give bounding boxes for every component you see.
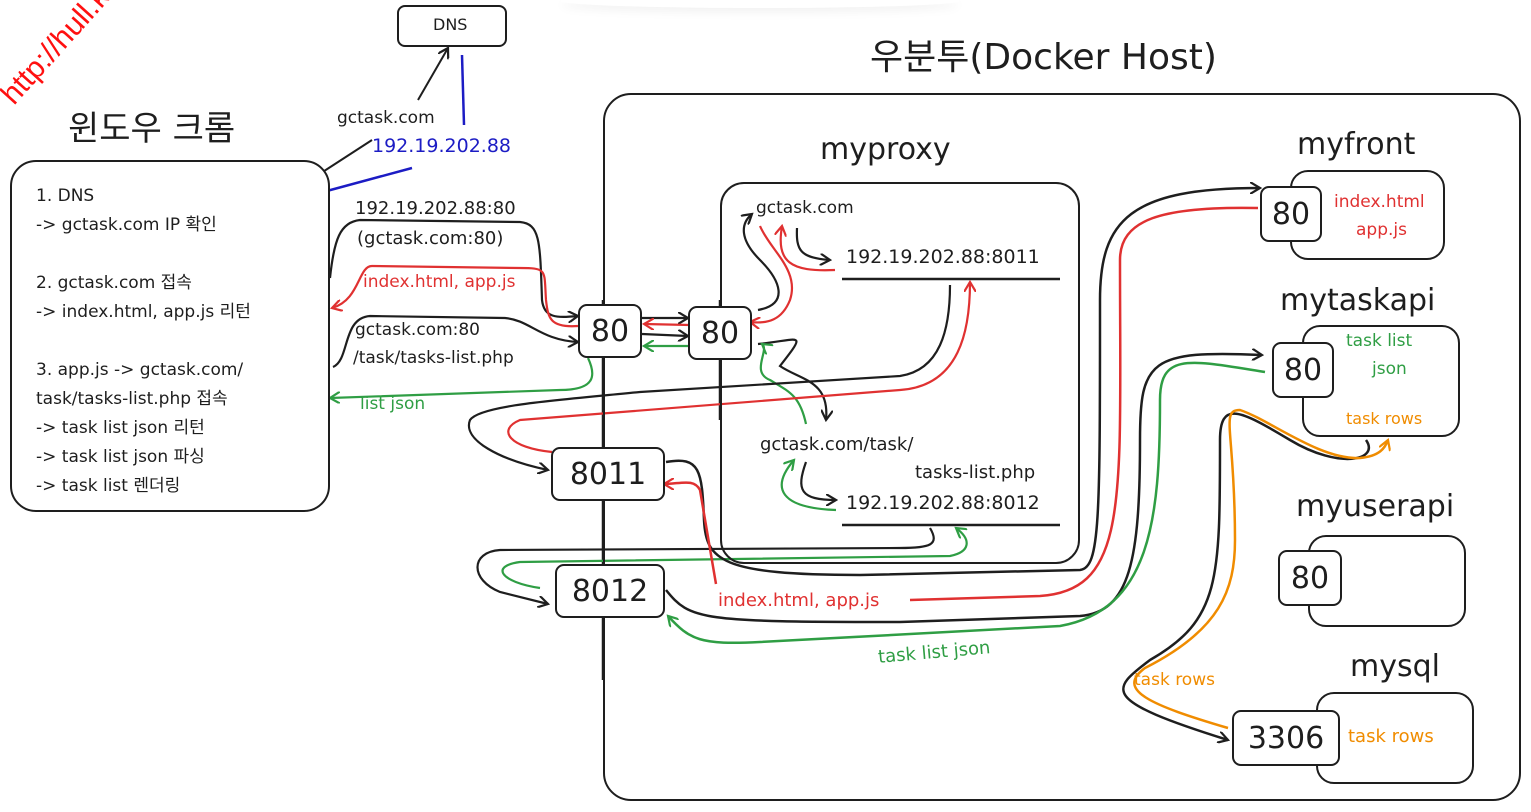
client-step: -> gctask.com IP 확인: [36, 215, 217, 235]
dns-client-link: [317, 139, 373, 176]
proxy-route2-in: [757, 338, 826, 420]
myproxy-port-80: 80: [688, 306, 752, 360]
request2-label-line2: /task/tasks-list.php: [353, 348, 514, 368]
mytaskapi-to-mysql-arrow: [1122, 412, 1370, 740]
dns-answer-label: 192.19.202.88: [372, 135, 512, 157]
proxy-rule1-host: gctask.com: [756, 198, 854, 218]
mysql-to-mytaskapi-orange: [1133, 408, 1388, 730]
client-step: [36, 240, 251, 269]
myuserapi-title: myuserapi: [1296, 489, 1455, 524]
client-box: 1. DNS -> gctask.com IP 확인 2. gctask.com…: [10, 160, 330, 512]
myfront-to-8011-red: [664, 206, 1259, 602]
proxy-rule1-target: 192.19.202.88:8011: [846, 246, 1040, 268]
myfront-title: myfront: [1297, 127, 1416, 162]
mytaskapi-port: 80: [1272, 342, 1334, 398]
proxy-rule1-arrow: [795, 227, 830, 260]
client-step: -> task list json 리턴: [36, 418, 205, 438]
myproxy-title: myproxy: [820, 132, 951, 167]
mytaskapi-content: json: [1372, 359, 1407, 379]
proxy-route2-back: [759, 344, 808, 425]
dns-answer-line: [460, 54, 466, 126]
mytaskapi-content: task rows: [1346, 409, 1423, 428]
dns-label: DNS: [433, 15, 468, 34]
client-step: 1. DNS: [36, 186, 95, 206]
client-title: 윈도우 크롬: [68, 109, 236, 149]
client-steps: 1. DNS -> gctask.com IP 확인 2. gctask.com…: [36, 182, 251, 501]
rule2-to-8012-arrow: [476, 527, 935, 604]
mytaskapi-content: task list: [1346, 331, 1413, 351]
proxy-rule2-host-line1: gctask.com/task/: [760, 434, 914, 455]
proxy-route1-in: [744, 214, 780, 312]
front-response-label: index.html, app.js: [718, 590, 880, 611]
mysql-title: mysql: [1350, 649, 1440, 684]
response2-arrow: [330, 357, 594, 398]
myfront-content: index.html: [1334, 192, 1425, 212]
request1-label-line2: (gctask.com:80): [357, 228, 504, 249]
proxy-to-host-red: [644, 324, 691, 325]
mytaskapi-title: mytaskapi: [1280, 283, 1436, 318]
host-title: 우분투(Docker Host): [870, 37, 1217, 78]
host-port-80: 80: [578, 304, 642, 358]
proxy-rule2-target: 192.19.202.88:8012: [846, 492, 1040, 514]
response2-label: list json: [360, 394, 426, 414]
dns-query-label: gctask.com: [337, 108, 435, 128]
client-step: task/tasks-list.php 접속: [36, 389, 228, 409]
client-step: [36, 327, 251, 356]
host-to-proxy-arrow-2: [641, 334, 688, 336]
client-step: 2. gctask.com 접속: [36, 273, 192, 293]
mysql-port: 3306: [1232, 710, 1340, 766]
dns-box: DNS: [397, 5, 507, 47]
myfront-content: app.js: [1356, 220, 1407, 240]
8012-to-rule2-green: [501, 528, 968, 590]
db-response-label: task rows: [1134, 670, 1215, 690]
mysql-content: task rows: [1348, 726, 1434, 747]
proxy-rule2-arrow: [800, 461, 836, 500]
response1-arrow: [332, 264, 579, 328]
request1-label-line1: 192.19.202.88:80: [355, 198, 516, 219]
client-step: -> task list json 파싱: [36, 447, 205, 467]
8011-to-rule1-red: [507, 282, 970, 454]
myproxy-box: [720, 182, 1080, 564]
host-port-8012: 8012: [555, 564, 665, 618]
proxy-route1-back: [750, 225, 793, 322]
proxy-rule1-red: [781, 226, 836, 272]
myfront-port: 80: [1260, 186, 1322, 242]
8012-to-mytaskapi-arrow: [665, 354, 1262, 624]
host-port-8011: 8011: [551, 447, 665, 501]
client-step: -> index.html, app.js 리턴: [36, 302, 251, 322]
rule1-to-8011-arrow: [467, 284, 952, 470]
mytaskapi-to-8012-green: [668, 361, 1266, 645]
proxy-rule2-host-line2: tasks-list.php: [915, 462, 1036, 483]
request2-label-line1: gctask.com:80: [355, 320, 480, 340]
myuserapi-port: 80: [1278, 550, 1342, 606]
client-step: 3. app.js -> gctask.com/: [36, 360, 244, 380]
request2-arrow: [332, 314, 578, 369]
response1-label: index.html, app.js: [363, 272, 516, 292]
proxy-rule2-green: [780, 460, 837, 512]
dns-query-arrow: [417, 48, 448, 101]
client-step: -> task list 렌더링: [36, 476, 181, 496]
